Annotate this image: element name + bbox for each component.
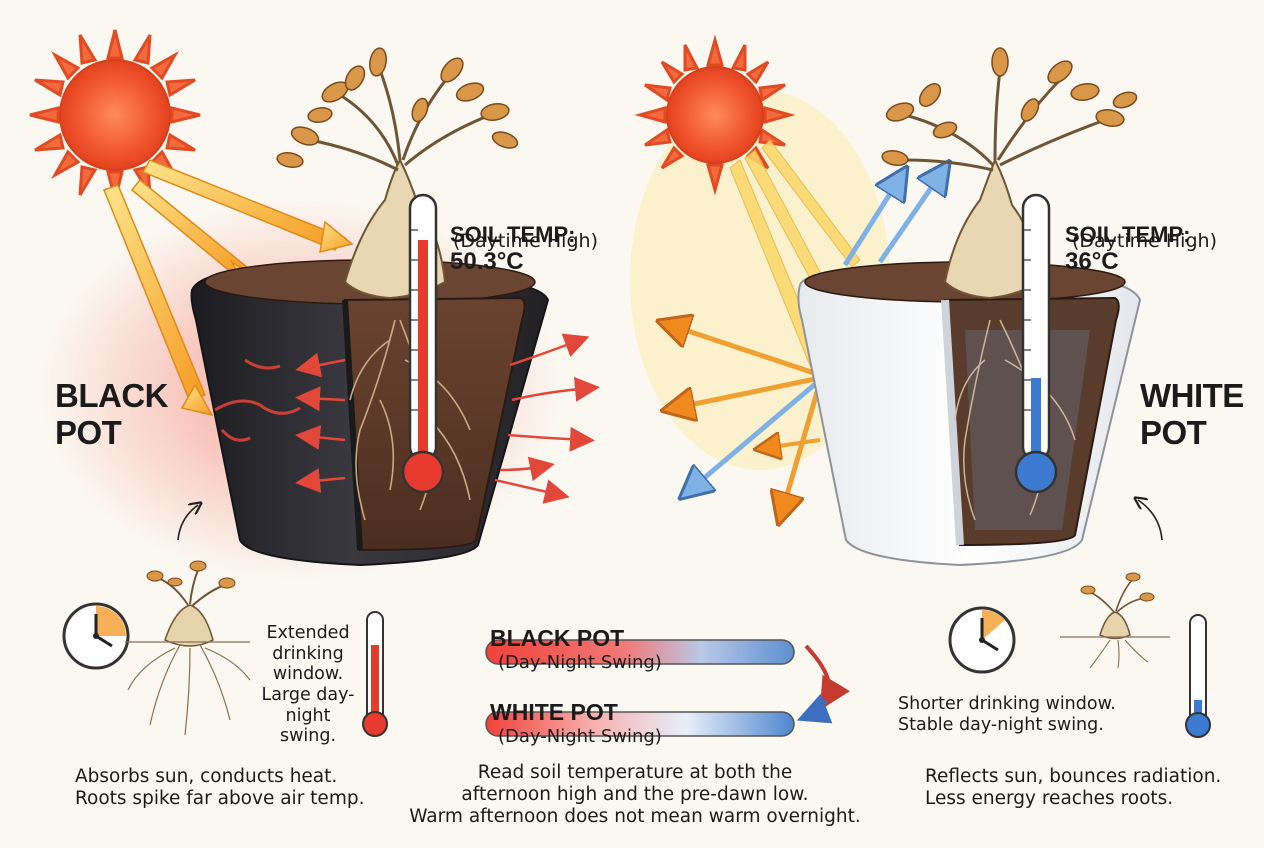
thermometer-icon xyxy=(1185,614,1211,738)
white-pot-detail xyxy=(948,572,1211,738)
arrow-icon xyxy=(177,505,198,541)
white-pot-detail-note: Shorter drinking window. Stable day-nigh… xyxy=(898,694,1116,735)
black-pot-swing-bar xyxy=(485,639,795,665)
swing-name: WHITE POT xyxy=(490,698,618,725)
arrow-icon xyxy=(1138,500,1163,541)
thermometer-icon xyxy=(362,611,388,737)
soil-temp-label: SOIL TEMP: xyxy=(450,221,576,247)
soil-temp-value: 36°C xyxy=(1065,247,1119,275)
swing-name: BLACK POT xyxy=(490,624,625,651)
plant-icon xyxy=(881,47,1138,300)
white-pot-swing-bar xyxy=(485,711,795,737)
swing-note: (Day-Night Swing) xyxy=(498,652,662,673)
black-pot-soil-temp: SOIL TEMP: 50.3°C xyxy=(450,203,576,276)
thermometer-icon xyxy=(1014,193,1058,494)
white-pot-soil-temp: SOIL TEMP: 36°C xyxy=(1065,203,1191,276)
white-pot-swing-title: WHITE POT (Day-Night Swing) xyxy=(490,680,662,747)
plant-icon xyxy=(125,560,251,736)
thermometer-icon xyxy=(401,193,445,494)
arrow-icon xyxy=(804,644,851,711)
swing-comparison xyxy=(485,639,851,737)
clock-icon xyxy=(948,606,1016,674)
black-pot-scene xyxy=(29,29,600,580)
soil-temp-value: 50.3°C xyxy=(450,247,524,275)
black-pot-swing-title: BLACK POT (Day-Night Swing) xyxy=(490,606,662,673)
white-pot-scene xyxy=(630,34,1163,567)
black-pot-caption: Absorbs sun, conducts heat. Roots spike … xyxy=(75,766,365,809)
soil-temp-label: SOIL TEMP: xyxy=(1065,221,1191,247)
sun-icon xyxy=(634,34,796,196)
clock-icon xyxy=(62,602,130,670)
plant-icon xyxy=(1060,572,1170,669)
black-pot-detail xyxy=(62,560,388,737)
white-pot-label: WHITE POT xyxy=(1140,377,1244,451)
sun-icon xyxy=(29,29,201,201)
sun-rays xyxy=(103,159,354,417)
black-pot-label: BLACK POT xyxy=(55,377,168,451)
swing-note: (Day-Night Swing) xyxy=(498,726,662,747)
center-caption: Read soil temperature at both the aftern… xyxy=(409,762,861,827)
black-pot-detail-note: Extended drinking window. Large day- nig… xyxy=(261,623,355,747)
white-pot-caption: Reflects sun, bounces radiation. Less en… xyxy=(925,766,1222,809)
white-pot-soil-temp-note: (Daytime High) xyxy=(1072,230,1217,252)
black-pot-soil-temp-note: (Daytime High) xyxy=(453,230,598,252)
